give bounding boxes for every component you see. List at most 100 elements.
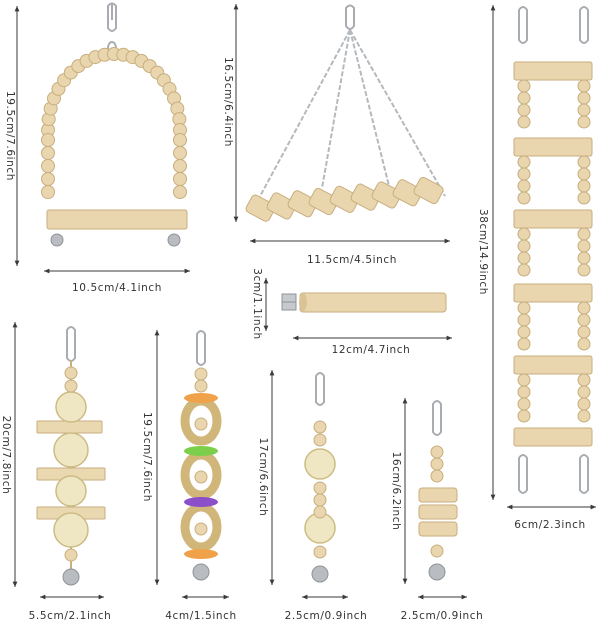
bead: [517, 191, 531, 205]
bead: [577, 239, 591, 253]
bead: [517, 179, 531, 193]
ladder-rung: [513, 427, 593, 447]
wood-chip: [36, 420, 106, 520]
screw-icon: [281, 293, 297, 311]
bead: [517, 227, 531, 241]
hook-icon: [196, 330, 206, 366]
bead: [577, 263, 591, 277]
bead: [430, 445, 444, 558]
ladder-icon: [513, 6, 593, 494]
ladder-rung: [513, 283, 593, 303]
wooden-spools-icon: [418, 400, 458, 581]
perch-width-label: 12cm/4.7inch: [332, 344, 411, 356]
rattan-balls-icon: [36, 326, 106, 586]
bell-icon: [428, 563, 446, 581]
bead: [577, 251, 591, 265]
perch-height-label: 3cm/1.1inch: [251, 268, 263, 340]
bead-string: [41, 47, 187, 199]
swing-width-label: 10.5cm/4.1inch: [72, 282, 162, 294]
bead: [577, 79, 591, 93]
bridge-height-label: 16.5cm/6.4inch: [222, 57, 234, 147]
arch-swing-icon: [41, 2, 188, 247]
bridge-width-label: 11.5cm/4.5inch: [307, 254, 397, 266]
straw-rings-icon: [180, 330, 222, 581]
log: [308, 187, 339, 216]
bell-icon: [50, 233, 181, 247]
bead: [517, 409, 531, 423]
bead: [577, 409, 591, 423]
bead: [577, 313, 591, 327]
swing-height-label: 19.5cm/7.6inch: [4, 91, 16, 181]
hook-icon: [345, 4, 355, 30]
bead: [577, 103, 591, 117]
bead: [577, 397, 591, 411]
bead: [577, 337, 591, 351]
bell-icon: [311, 565, 329, 583]
hook-icon: [432, 400, 442, 436]
straw-height-label: 19.5cm/7.6inch: [141, 412, 153, 502]
bead: [577, 155, 591, 169]
rattan-height-label: 20cm/7.8inch: [0, 416, 12, 495]
ladder-width-label: 6cm/2.3inch: [514, 519, 586, 531]
bell-icon: [192, 563, 210, 581]
bead: [64, 366, 78, 562]
bead: [41, 133, 55, 147]
bead: [517, 115, 531, 129]
bead: [194, 367, 208, 536]
bead: [577, 227, 591, 241]
beadball-height-label: 17cm/6.6inch: [257, 438, 269, 517]
bridge-logs: [245, 176, 444, 222]
log: [245, 194, 276, 222]
bead: [517, 79, 531, 93]
bead: [173, 159, 187, 173]
spool-height-label: 16cm/6.2inch: [390, 452, 402, 531]
log: [329, 185, 360, 213]
bead: [517, 325, 531, 339]
bead: [517, 373, 531, 387]
swing-perch: [46, 209, 188, 230]
bead: [517, 397, 531, 411]
bell-icon: [62, 568, 80, 586]
bead-balls-icon: [304, 372, 336, 583]
log: [350, 183, 381, 211]
bead: [517, 103, 531, 117]
ladder-rung: [513, 137, 593, 157]
ladder-rung: [513, 61, 593, 81]
ladder-height-label: 38cm/14.9inch: [477, 209, 489, 295]
bead: [577, 385, 591, 399]
bead: [577, 325, 591, 339]
bead: [41, 172, 55, 186]
bead: [577, 373, 591, 387]
bead: [517, 385, 531, 399]
chain-bridge-icon: [245, 4, 446, 222]
hook-icon: [66, 326, 76, 362]
bead: [577, 91, 591, 105]
rattan-ball: [53, 391, 89, 548]
bead: [517, 239, 531, 253]
ladder-rung: [513, 355, 593, 375]
ladder-parts: [513, 61, 593, 447]
bead: [41, 159, 55, 173]
perch-rod: [299, 292, 447, 313]
bead: [517, 301, 531, 315]
bead: [577, 191, 591, 205]
rattan-ball: [304, 448, 336, 544]
bead: [517, 167, 531, 181]
straw-width-label: 4cm/1.5inch: [165, 610, 237, 622]
bead: [41, 185, 55, 199]
log: [371, 181, 402, 209]
bead: [517, 263, 531, 277]
dimension-labels: 19.5cm/7.6inch 10.5cm/4.1inch 16.5cm/6.4…: [0, 57, 586, 622]
perch-icon: [281, 292, 447, 313]
log: [266, 192, 297, 220]
log: [287, 190, 318, 218]
hook-icon: [518, 6, 589, 494]
log: [392, 179, 423, 207]
bead: [173, 146, 187, 160]
bead: [517, 91, 531, 105]
ladder-rung: [513, 209, 593, 229]
bead: [517, 155, 531, 169]
beadball-width-label: 2.5cm/0.9inch: [285, 610, 368, 622]
bead: [577, 179, 591, 193]
bead: [173, 172, 187, 186]
